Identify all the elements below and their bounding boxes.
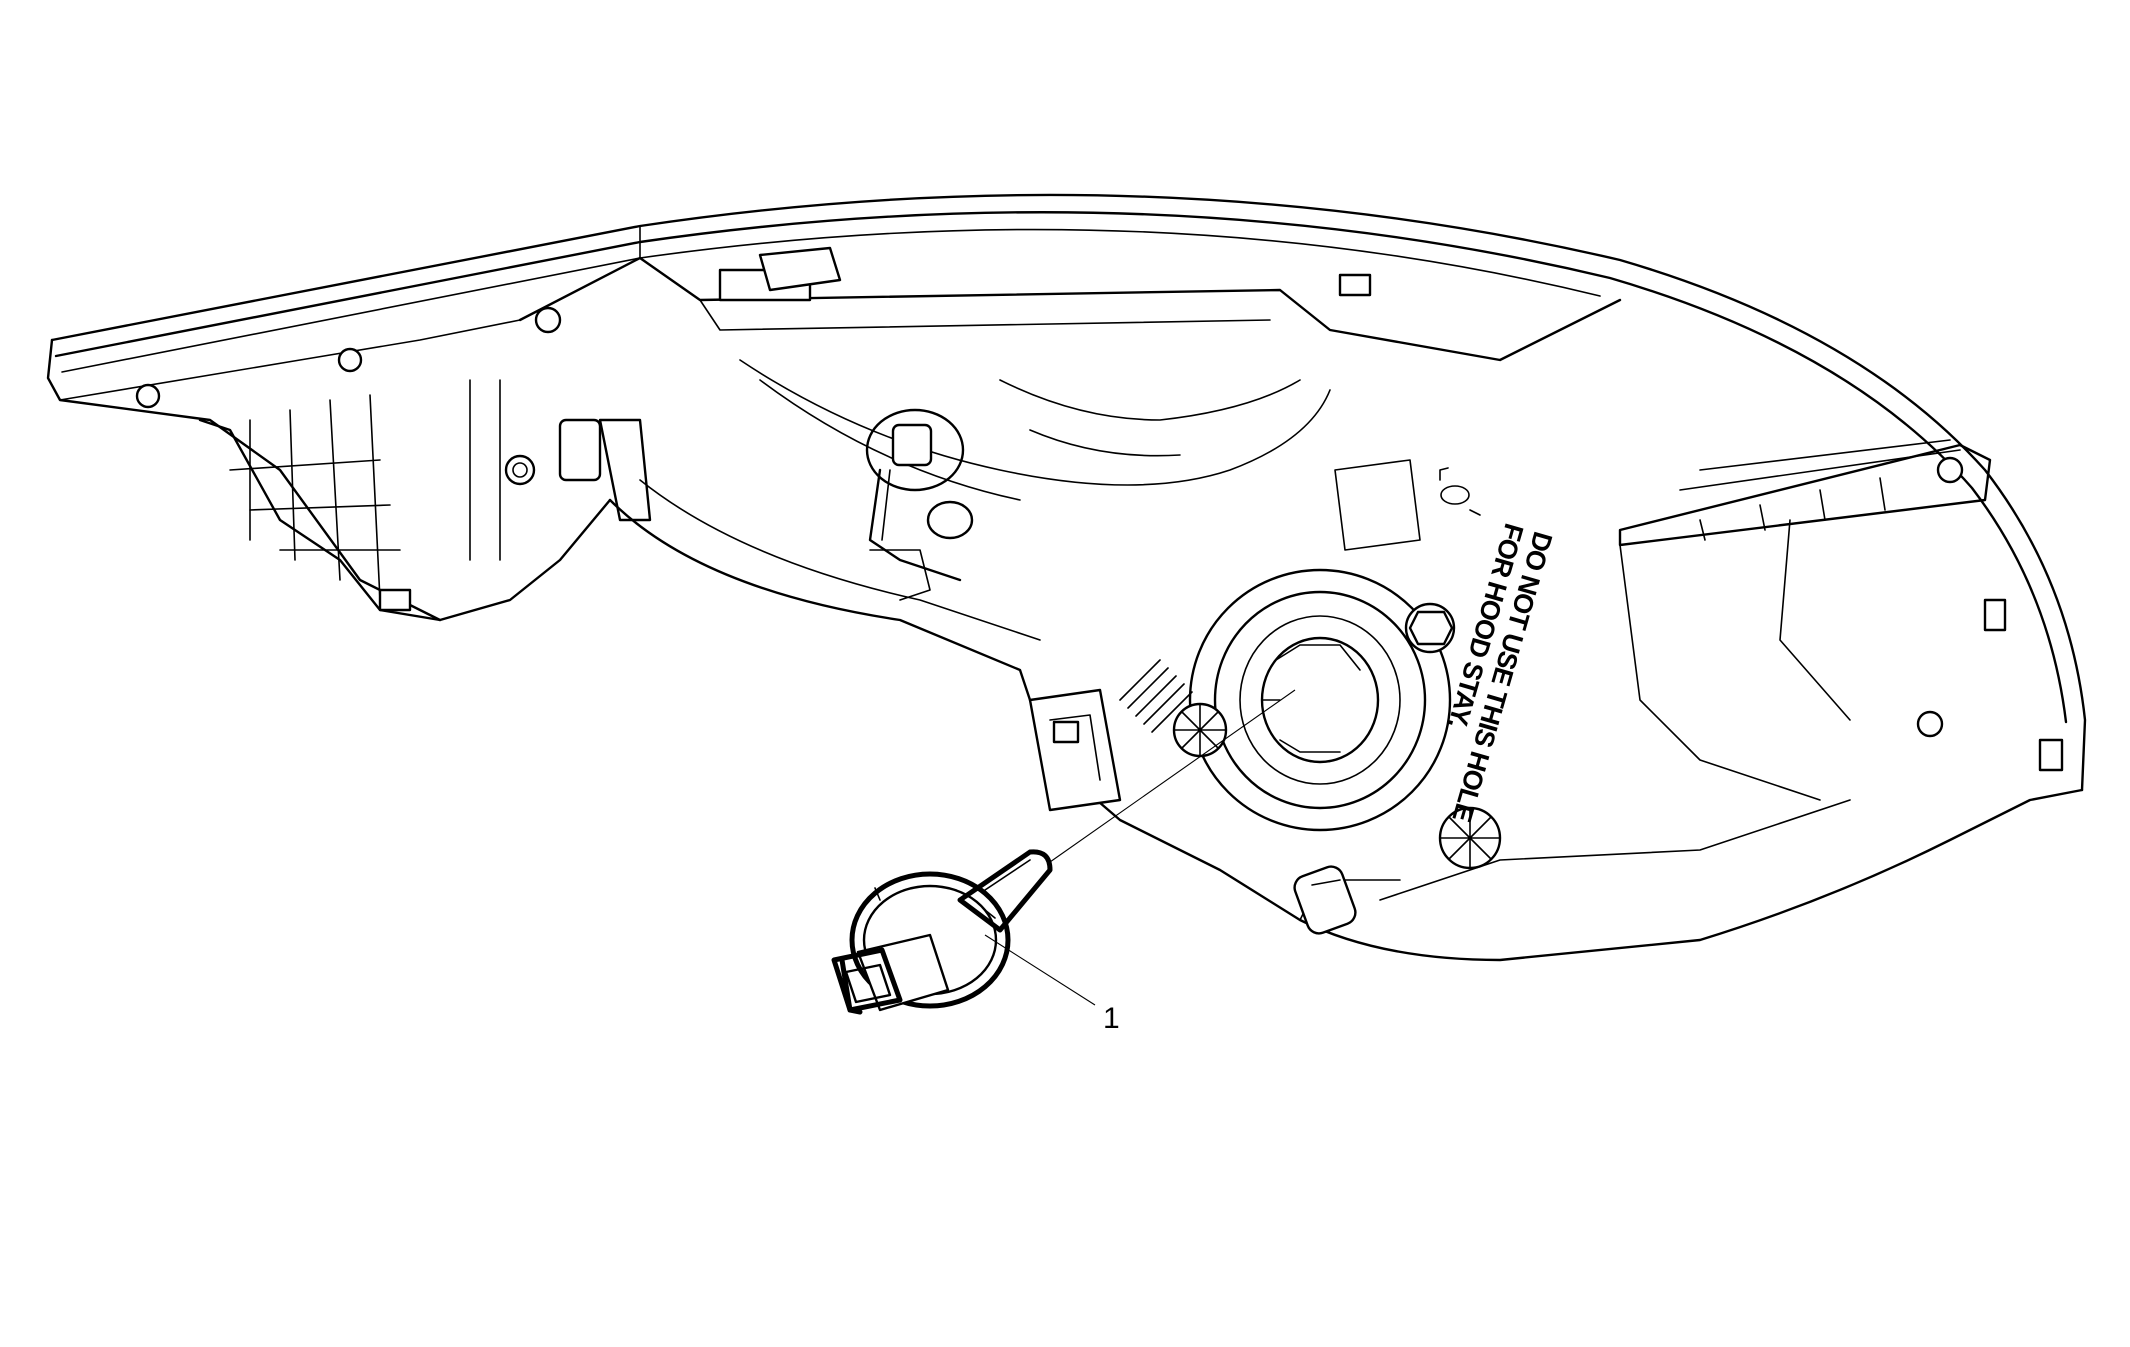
- lower-connector: [1293, 865, 1357, 935]
- hood-stay-warning-label: DO NOT USE THIS HOLE FOR HOOD STAY.: [1442, 520, 1558, 824]
- callout-1: 1: [984, 934, 1120, 1035]
- upper-bulb-socket: [865, 408, 974, 601]
- callout-1-label: 1: [1103, 1002, 1120, 1035]
- cooling-fins: [1119, 659, 1193, 733]
- headlamp-housing: [46, 193, 2087, 962]
- hood-stay-hole: [1439, 467, 1481, 516]
- connector-block: [1028, 688, 1122, 812]
- adjuster-screw: [1404, 602, 1456, 654]
- main-bulb-opening: [1188, 568, 1452, 832]
- left-mounting-bracket: [135, 347, 442, 622]
- bulb-and-socket-assembly: [831, 849, 1053, 1015]
- right-mounting-bracket: [1618, 439, 1992, 547]
- callout-1-leader-line: [984, 934, 1096, 1006]
- adjuster-knob-left: [1172, 702, 1228, 758]
- installation-guide-line: [1049, 689, 1296, 863]
- adjuster-knob-lower: [1438, 806, 1502, 870]
